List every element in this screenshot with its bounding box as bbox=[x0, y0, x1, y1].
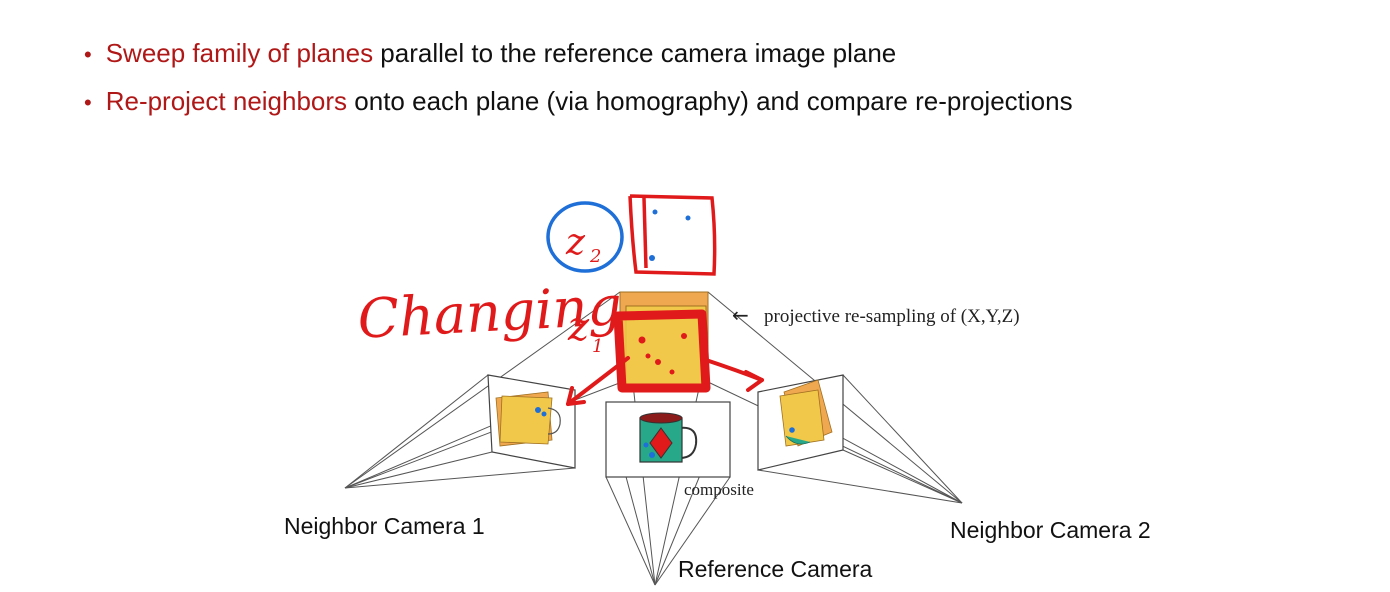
z1-label: z bbox=[567, 304, 590, 350]
neighbor-camera-2-label: Neighbor Camera 2 bbox=[950, 517, 1151, 543]
reference-camera-label: Reference Camera bbox=[678, 556, 873, 582]
bullet-list: • Sweep family of planes parallel to the … bbox=[84, 30, 1073, 126]
bullet-reproject: • Re-project neighbors onto each plane (v… bbox=[84, 78, 1073, 126]
neighbor2-warped-planes bbox=[779, 379, 833, 447]
bullet-highlight: Sweep family of planes bbox=[105, 38, 374, 68]
z2-label: z bbox=[565, 222, 586, 263]
bullet-text: parallel to the reference camera image p… bbox=[373, 38, 897, 68]
reprojection-arrows bbox=[566, 356, 764, 406]
z2-subscript: 2 bbox=[589, 246, 601, 267]
z1-subscript: 1 bbox=[592, 336, 603, 357]
red-highlight-box bbox=[613, 309, 711, 393]
neighbor-camera-1-label: Neighbor Camera 1 bbox=[284, 513, 485, 539]
changing-annotation: Changing bbox=[356, 274, 623, 351]
left-arrow-icon: ← bbox=[732, 303, 749, 327]
projective-resampling-label: projective re-sampling of (X,Y,Z) bbox=[764, 306, 1020, 327]
neighbor1-rays bbox=[344, 291, 623, 489]
bullet-dot-icon: • bbox=[84, 42, 92, 67]
plane-z2-sketch bbox=[628, 194, 717, 276]
blue-circle-annotation bbox=[546, 201, 624, 273]
bullet-dot-icon: • bbox=[84, 90, 92, 115]
bullet-text: onto each plane (via homography) and com… bbox=[347, 86, 1073, 116]
neighbor1-warped-planes bbox=[495, 391, 561, 447]
mug-icon bbox=[639, 412, 698, 463]
bullet-sweep-planes: • Sweep family of planes parallel to the … bbox=[84, 30, 1073, 78]
bullet-highlight: Re-project neighbors bbox=[105, 86, 348, 116]
composite-label: composite bbox=[684, 480, 754, 499]
